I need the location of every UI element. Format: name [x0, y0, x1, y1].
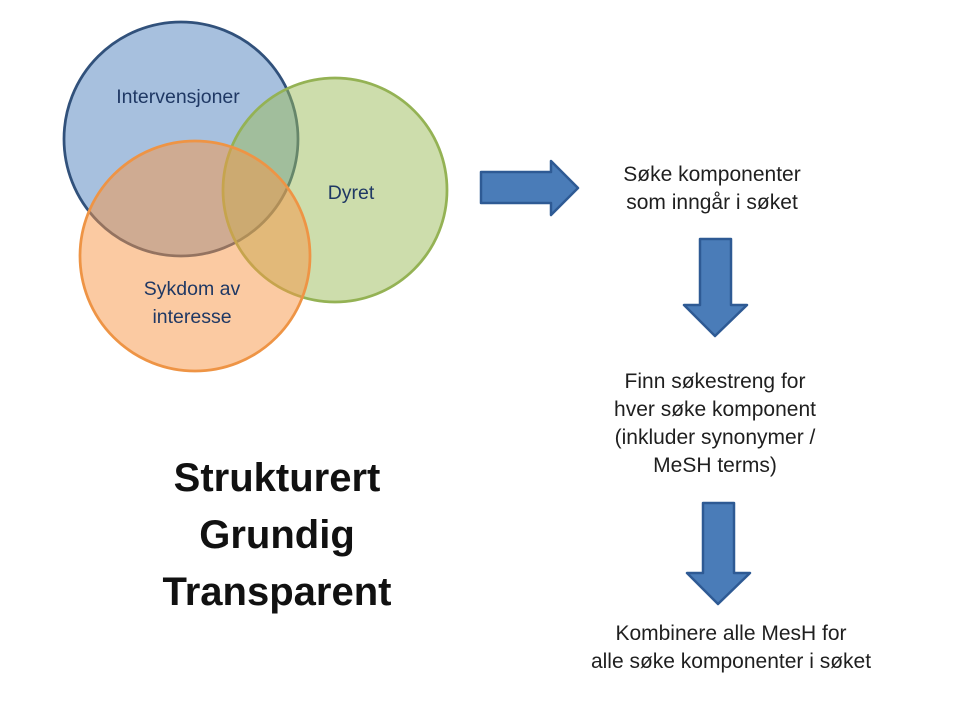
- slogan-text: Strukturert Grundig Transparent: [162, 456, 392, 614]
- arrow-down-icon: [682, 237, 749, 338]
- flow-step-2-text: Finn søkestreng for hver søke komponent …: [614, 370, 816, 477]
- venn-circle-disease: [78, 139, 312, 373]
- flow-step-1-text: Søke komponenter som inngår i søket: [623, 163, 801, 214]
- flow-step-3-text: Kombinere alle MesH for alle søke kompon…: [590, 622, 872, 673]
- arrow-down-icon: [685, 501, 752, 606]
- venn-label-disease: Sykdom av interesse: [143, 278, 241, 328]
- arrow-right-icon: [479, 159, 580, 217]
- venn-label-animal: Dyret: [327, 182, 375, 204]
- venn-label-interventions: Intervensjoner: [116, 86, 240, 108]
